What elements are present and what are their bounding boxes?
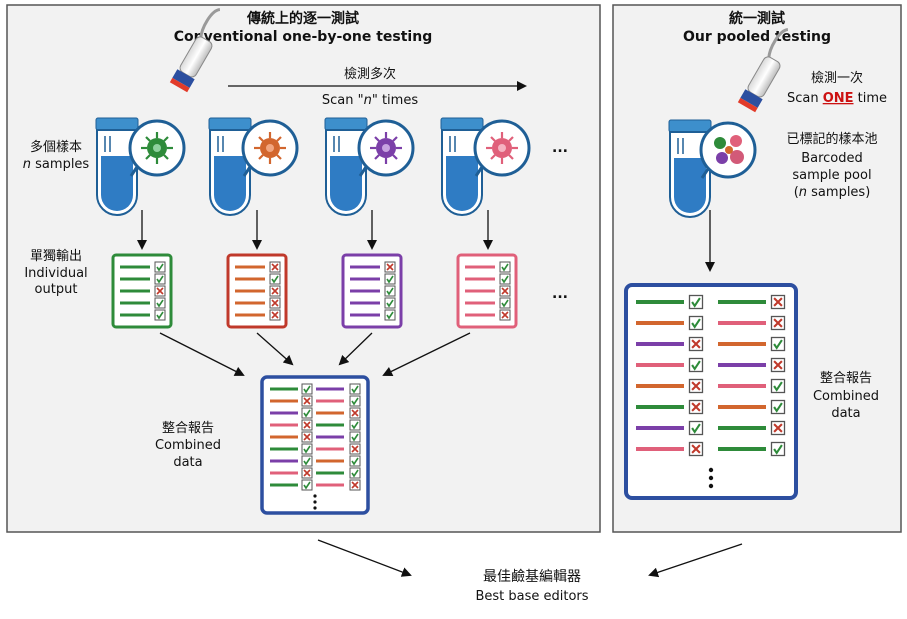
pooled-sample-tube-icon bbox=[668, 119, 757, 218]
left-combined-en-2: data bbox=[173, 455, 202, 470]
samples-label-zh: 多個樣本 bbox=[30, 139, 82, 155]
virus-icon bbox=[370, 132, 402, 164]
output-label-en-1: Individual bbox=[24, 266, 87, 281]
samples-ellipsis: ... bbox=[552, 140, 568, 156]
virus-icon bbox=[141, 132, 173, 164]
result-arrow-left bbox=[317, 539, 412, 577]
right-combined-en-1: Combined bbox=[813, 389, 879, 404]
result-arrow-right bbox=[648, 543, 743, 578]
combined-report bbox=[260, 375, 370, 515]
merge-arrow bbox=[382, 332, 471, 376]
pool-label-en-1: Barcoded bbox=[801, 151, 863, 166]
scanner-probe-icon bbox=[169, 8, 221, 93]
output-label-zh: 單獨輸出 bbox=[30, 249, 82, 264]
scan-times-en: Scan "n" times bbox=[322, 93, 418, 108]
sample-tube-icon bbox=[324, 117, 415, 216]
individual-output-report bbox=[111, 253, 173, 329]
sample-tube-icon bbox=[440, 117, 531, 216]
merge-arrow bbox=[159, 332, 245, 376]
scan-once-en: Scan ONE time bbox=[787, 91, 887, 106]
merge-arrow bbox=[256, 332, 294, 366]
sample-tube-icon bbox=[95, 117, 186, 216]
individual-output-report bbox=[341, 253, 403, 329]
right-title-en: Our pooled testing bbox=[683, 29, 831, 45]
right-combined-zh: 整合報告 bbox=[820, 371, 872, 386]
left-combined-en-1: Combined bbox=[155, 438, 221, 453]
pooled-combined-report bbox=[624, 283, 798, 500]
pool-label-zh: 已標記的樣本池 bbox=[786, 131, 877, 147]
result-zh: 最佳鹼基編輯器 bbox=[483, 568, 581, 585]
scanner-probe-icon bbox=[737, 28, 789, 113]
individual-output-report bbox=[226, 253, 288, 329]
pool-label-en-3: (n samples) bbox=[794, 185, 871, 200]
right-combined-en-2: data bbox=[831, 406, 860, 421]
left-title-en: Conventional one-by-one testing bbox=[174, 29, 432, 45]
outputs-ellipsis: ... bbox=[552, 286, 568, 302]
pool-label-en-2: sample pool bbox=[792, 168, 871, 183]
scan-times-zh: 檢測多次 bbox=[344, 66, 396, 82]
left-title-zh: 傳統上的逐一測試 bbox=[246, 10, 359, 27]
sample-tube-icon bbox=[208, 117, 299, 216]
left-combined-zh: 整合報告 bbox=[162, 421, 214, 436]
samples-label-en: n samples bbox=[23, 157, 90, 172]
result-en: Best base editors bbox=[475, 589, 588, 604]
virus-icon bbox=[486, 132, 518, 164]
merge-arrow bbox=[338, 332, 373, 366]
scan-once-zh: 檢測一次 bbox=[811, 70, 863, 86]
virus-icon bbox=[254, 132, 286, 164]
right-title-zh: 統一測試 bbox=[729, 10, 785, 27]
output-label-en-2: output bbox=[35, 282, 78, 297]
mixed-virus-icon bbox=[714, 135, 744, 164]
individual-output-report bbox=[456, 253, 518, 329]
